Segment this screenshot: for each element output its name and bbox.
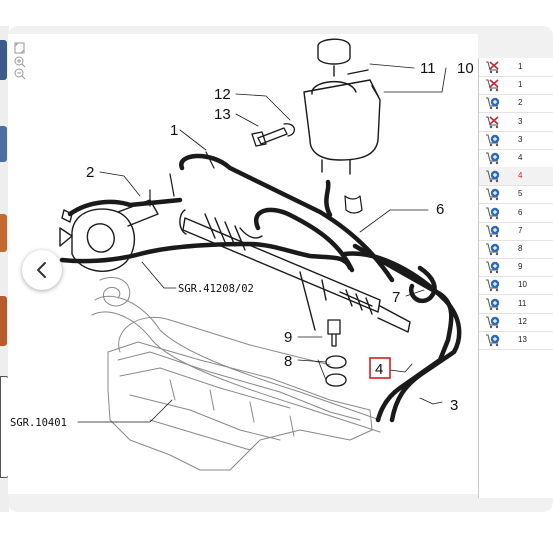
fit-icon[interactable]: [14, 42, 25, 54]
thumbnail-chip[interactable]: [0, 214, 7, 252]
part-number: 12: [518, 316, 527, 326]
part-number: 7: [518, 225, 523, 235]
zoom-out-icon[interactable]: [14, 68, 26, 80]
cart-add-icon[interactable]: [485, 315, 501, 329]
cart-add-icon[interactable]: [485, 133, 501, 147]
cart-cross-icon[interactable]: [485, 78, 501, 92]
callout-11[interactable]: 11: [420, 60, 436, 77]
parts-list-row[interactable]: 8: [479, 240, 553, 259]
callout-3[interactable]: 3: [450, 397, 458, 414]
parts-list-row[interactable]: 7: [479, 222, 553, 241]
parts-list-row[interactable]: 13: [479, 331, 553, 350]
parts-list-row[interactable]: 4: [479, 149, 553, 168]
part-number: 9: [518, 262, 523, 272]
previous-button[interactable]: [22, 250, 62, 290]
cart-add-icon[interactable]: [485, 187, 501, 201]
parts-list-row[interactable]: 6: [479, 204, 553, 223]
part-number: 11: [518, 298, 527, 308]
zoom-in-icon[interactable]: [14, 56, 26, 68]
cart-add-icon[interactable]: [485, 260, 501, 274]
cart-add-icon[interactable]: [485, 96, 501, 110]
highlight-box: [369, 357, 391, 379]
zoom-controls: [13, 41, 27, 83]
callout-1[interactable]: 1: [170, 122, 178, 139]
parts-list-row[interactable]: 1: [479, 76, 553, 96]
part-number: 8: [518, 244, 523, 253]
part-number: 3: [518, 134, 523, 144]
cart-add-icon[interactable]: [485, 297, 501, 311]
chevron-left-icon: [37, 262, 46, 278]
part-number: 3: [518, 116, 523, 126]
parts-list-row[interactable]: 3: [479, 131, 553, 150]
parts-list-row[interactable]: 9: [479, 258, 553, 278]
parts-list-row[interactable]: 12: [479, 313, 553, 332]
callout-9[interactable]: 9: [284, 329, 292, 346]
part-number: 6: [518, 207, 523, 217]
zoom-toolbar: [14, 42, 26, 80]
reference-pump: SGR.41208/02: [178, 283, 254, 295]
parts-list-row[interactable]: 2: [479, 94, 553, 114]
cart-cross-icon[interactable]: [485, 60, 501, 74]
part-number: 4: [518, 171, 523, 181]
part-number: 13: [518, 335, 527, 344]
parts-list-row[interactable]: 1: [479, 58, 553, 77]
parts-list-row[interactable]: 10: [479, 276, 553, 296]
callout-7[interactable]: 7: [392, 289, 400, 306]
cart-add-icon[interactable]: [485, 333, 501, 347]
thumbnail-chip[interactable]: [0, 296, 7, 346]
cart-add-icon[interactable]: [485, 224, 501, 238]
callout-13[interactable]: 13: [214, 106, 231, 123]
cart-add-icon[interactable]: [485, 278, 501, 292]
cart-add-icon[interactable]: [485, 151, 501, 165]
callout-12[interactable]: 12: [214, 86, 231, 103]
callout-8[interactable]: 8: [284, 353, 292, 370]
thumbnail-chip[interactable]: [0, 126, 7, 162]
callout-6[interactable]: 6: [436, 201, 444, 218]
part-number: 10: [518, 280, 527, 290]
parts-list-row[interactable]: 11: [479, 295, 553, 314]
cart-add-icon[interactable]: [485, 206, 501, 220]
cart-add-icon[interactable]: [485, 169, 501, 183]
cart-cross-icon[interactable]: [485, 115, 501, 129]
reference-frame: SGR.10401: [10, 417, 67, 429]
part-number: 2: [518, 98, 523, 108]
power-steering-exploded-view: 1 2 3 4 6 7 8 9 10 11 12 13 SGR.41208/02…: [10, 38, 474, 471]
parts-list-row[interactable]: 4: [479, 167, 553, 187]
callout-4[interactable]: 4: [375, 361, 383, 378]
callout-10[interactable]: 10: [457, 60, 474, 77]
part-number: 5: [518, 189, 523, 199]
parts-list-row[interactable]: 5: [479, 185, 553, 205]
callout-2[interactable]: 2: [86, 164, 94, 181]
thumbnail-chip[interactable]: [0, 40, 7, 80]
parts-diagram[interactable]: 1 2 3 4 6 7 8 9 10 11 12 13 SGR.41208/02…: [8, 34, 478, 494]
parts-list-row[interactable]: 3: [479, 113, 553, 132]
part-number: 4: [518, 153, 523, 162]
cart-add-icon[interactable]: [485, 242, 501, 256]
part-number: 1: [518, 62, 523, 71]
part-number: 1: [518, 80, 523, 90]
